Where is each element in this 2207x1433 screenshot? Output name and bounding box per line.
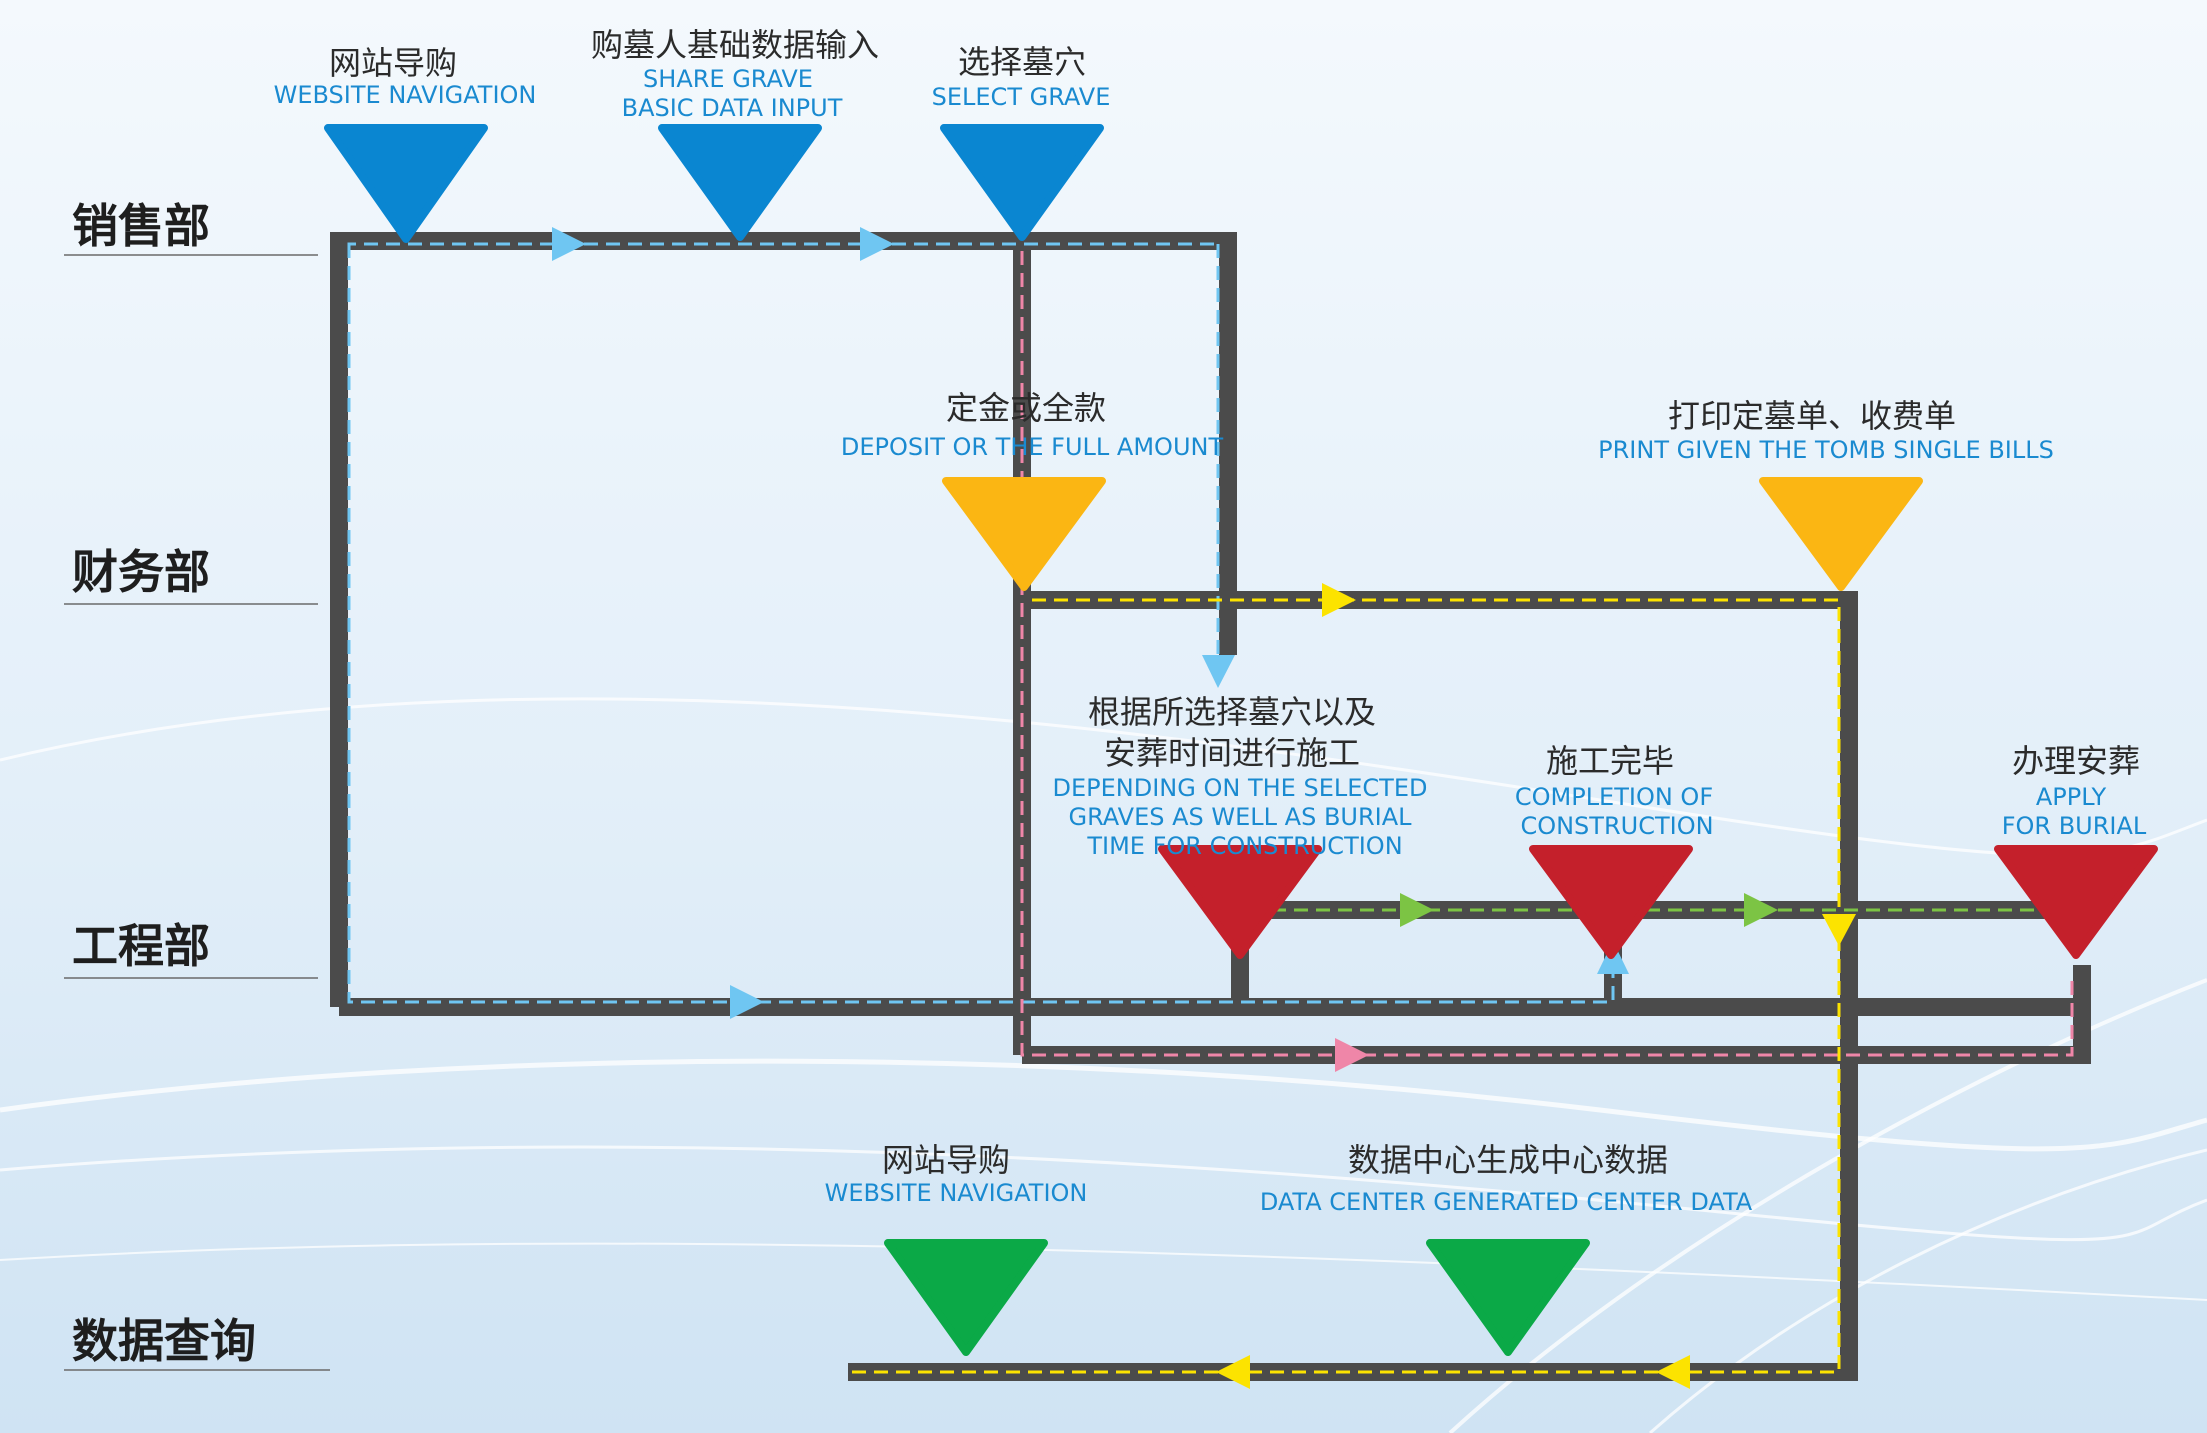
dept-sales-label: 销售部 [72,199,210,253]
node-select-grave-triangle [940,124,1104,241]
node-print-bills-triangle [1759,477,1923,591]
share-grave-en-2: BASIC DATA INPUT [622,94,843,122]
construction-en-2: GRAVES AS WELL AS BURIAL [1068,803,1412,831]
select-grave-en: SELECT GRAVE [932,83,1111,111]
website-nav-2-en: WEBSITE NAVIGATION [825,1179,1088,1207]
construction-cn-2: 安葬时间进行施工 [1104,734,1360,772]
data-center-cn: 数据中心生成中心数据 [1348,1141,1668,1179]
flow-blue-left [347,244,1615,1004]
node-data-center-triangle [1426,1239,1590,1356]
pipe-sales-loop [330,232,1237,1007]
arrow-yellow-4 [1216,1355,1250,1389]
flow-yellow-finance [850,598,1841,1374]
dept-finance-label: 财务部 [72,545,210,599]
share-grave-en-1: SHARE GRAVE [643,65,813,93]
node-deposit-triangle [942,477,1106,591]
construction-en-3: TIME FOR CONSTRUCTION [1086,832,1402,860]
node-labels: 网站导购 WEBSITE NAVIGATION 购墓人基础数据输入 SHARE … [274,26,2147,1216]
node-construction-triangle [1158,845,1322,959]
website-nav-cn: 网站导购 [329,44,457,82]
burial-en-2: FOR BURIAL [2002,812,2147,840]
completion-cn: 施工完毕 [1546,742,1674,780]
arrow-blue-4 [730,985,764,1019]
dept-engineering-label: 工程部 [72,919,210,973]
node-website-nav-triangle [324,124,488,243]
completion-en-1: COMPLETION OF [1515,783,1713,811]
arrow-yellow-2 [1822,914,1856,946]
flow-lines [347,242,2074,1374]
construction-en-1: DEPENDING ON THE SELECTED [1053,774,1428,802]
arrow-yellow-3 [1656,1355,1690,1389]
arrow-green-1 [1400,893,1434,927]
arrow-blue-3 [1202,655,1235,688]
construction-cn-1: 根据所选择墓穴以及 [1088,693,1376,731]
completion-en-2: CONSTRUCTION [1520,812,1713,840]
arrow-blue-1 [552,227,586,261]
arrow-pink-1 [1335,1038,1369,1072]
select-grave-cn: 选择墓穴 [958,43,1086,81]
dept-data-query-label: 数据查询 [72,1314,256,1368]
arrowheads [552,227,1856,1389]
print-bills-cn: 打印定墓单、收费单 [1668,397,1956,435]
burial-cn: 办理安葬 [2012,742,2140,780]
node-website-nav-2-triangle [884,1239,1048,1356]
arrow-yellow-1 [1322,583,1356,617]
deposit-cn: 定金或全款 [946,389,1106,427]
print-bills-en: PRINT GIVEN THE TOMB SINGLE BILLS [1598,436,2054,464]
flow-pink [1020,251,2074,1057]
burial-en-1: APPLY [2036,783,2107,811]
data-center-en: DATA CENTER GENERATED CENTER DATA [1260,1188,1753,1216]
deposit-en: DEPOSIT OR THE FULL AMOUNT [841,433,1224,461]
nodes [324,124,2158,1356]
arrow-blue-2 [860,227,894,261]
departments: 销售部 财务部 工程部 数据查询 [64,199,330,1371]
share-grave-cn: 购墓人基础数据输入 [591,26,879,64]
node-burial-triangle [1994,845,2158,959]
node-share-grave-triangle [658,124,822,241]
website-nav-en: WEBSITE NAVIGATION [274,81,537,109]
node-completion-triangle [1529,845,1693,959]
website-nav-2-cn: 网站导购 [882,1141,1010,1179]
arrow-green-2 [1744,893,1778,927]
